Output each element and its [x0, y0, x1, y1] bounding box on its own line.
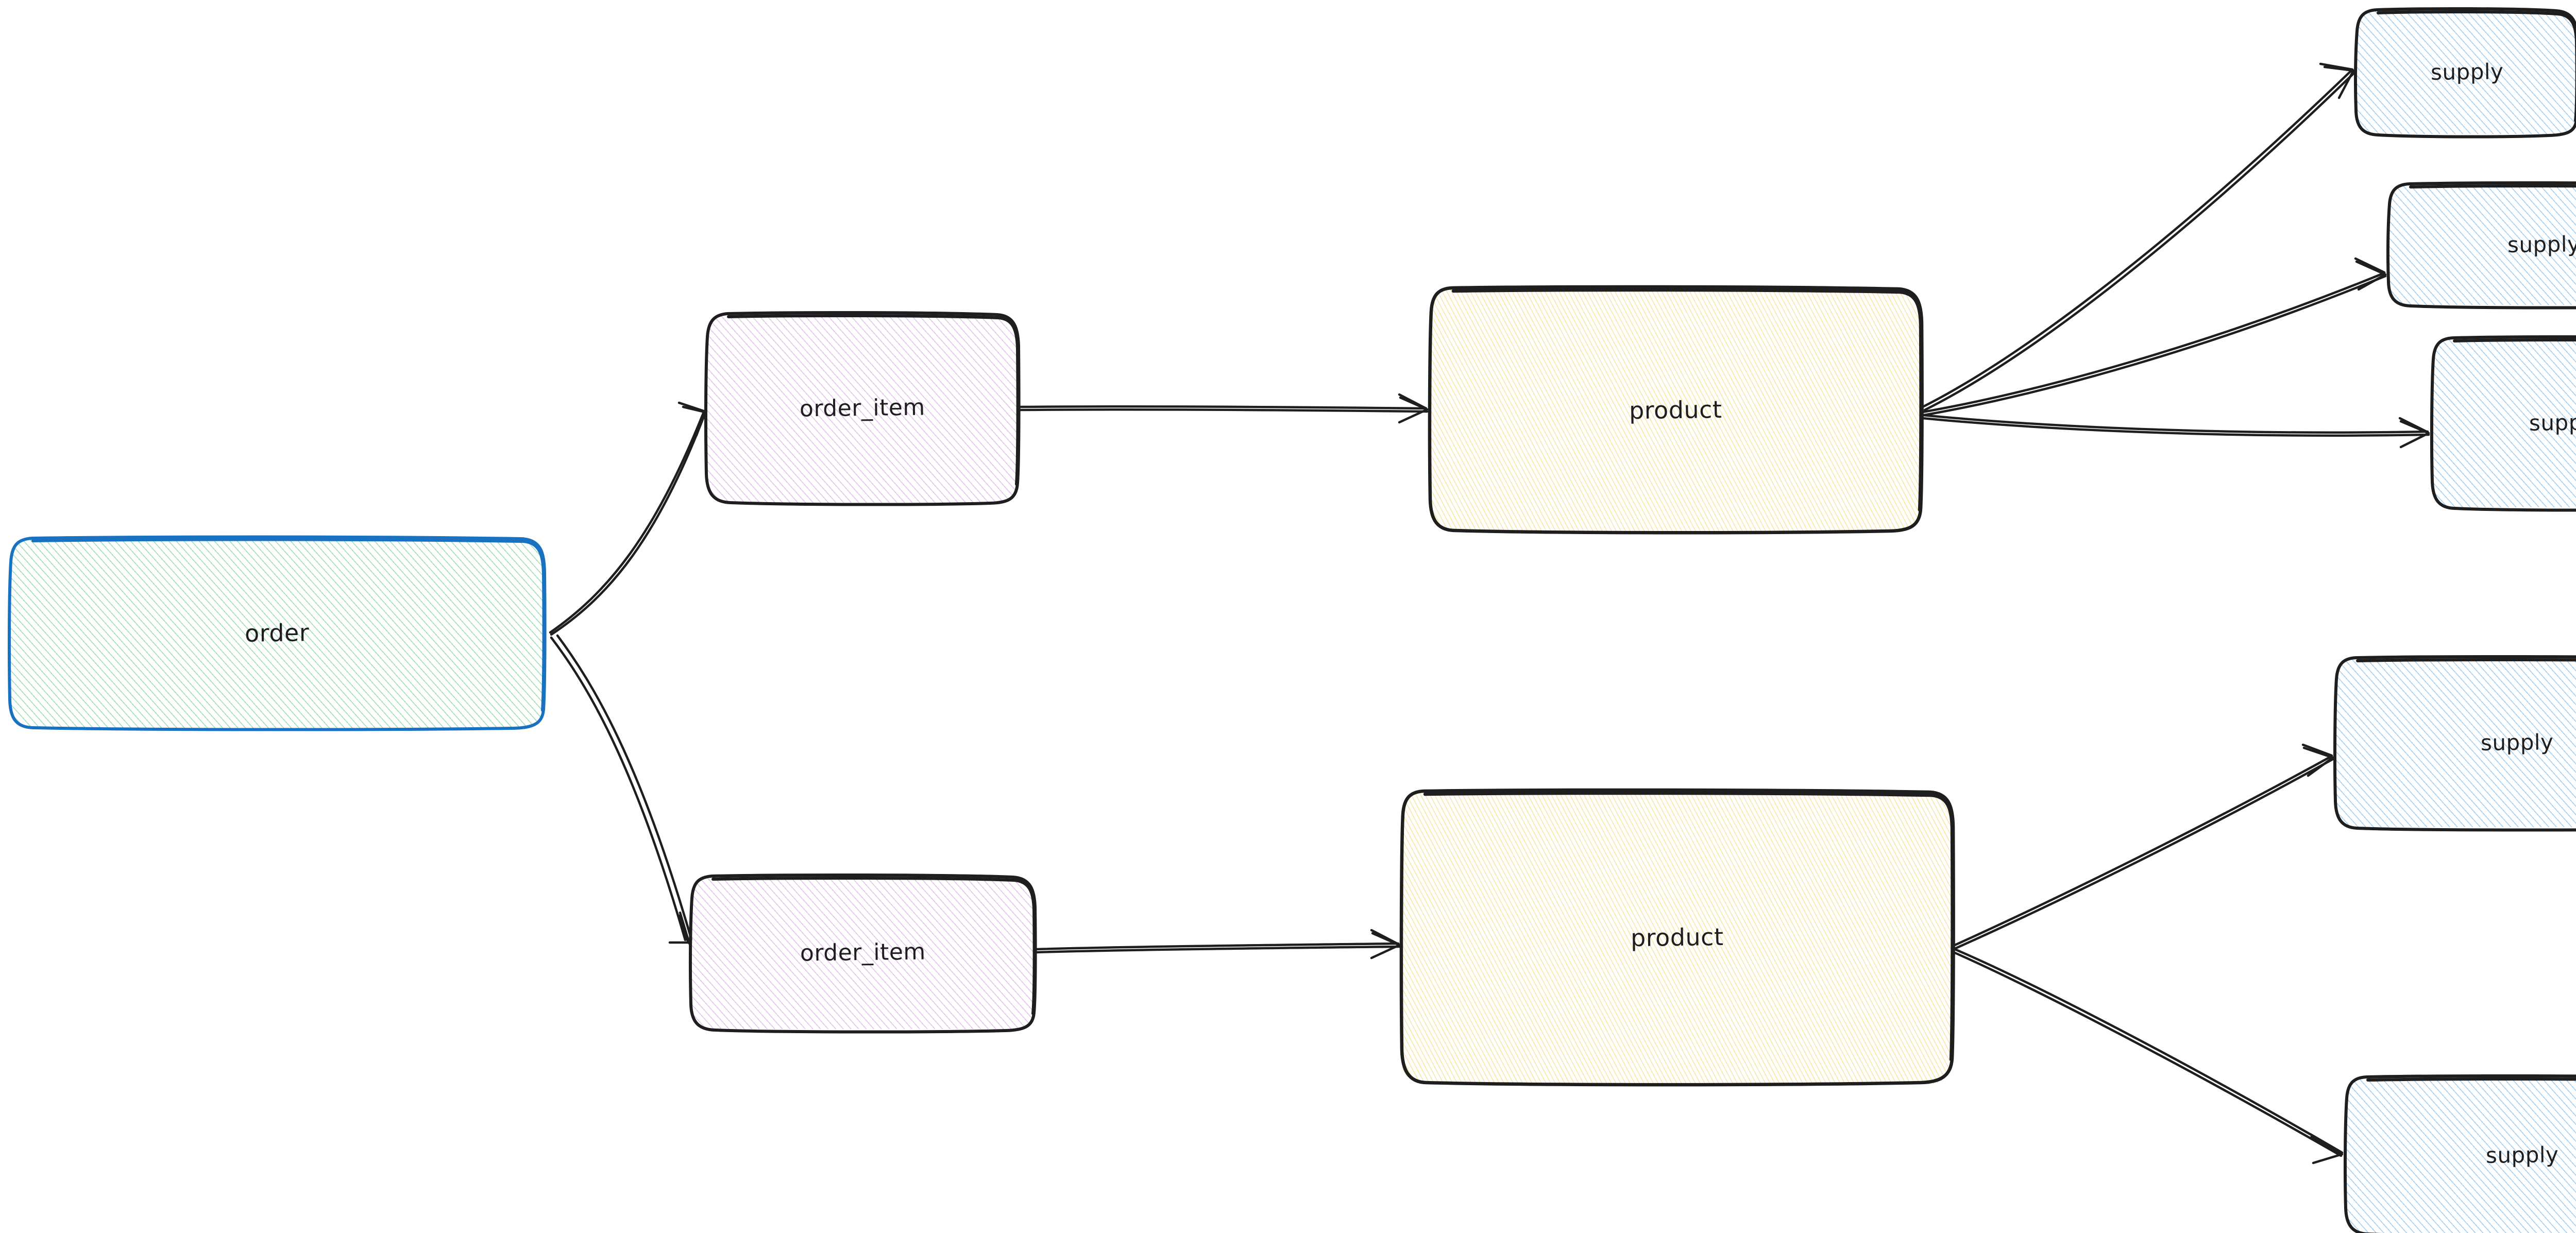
- edge-order-item-2-to-product-2: [1035, 929, 1401, 960]
- edge-order-to-order-item-1: [549, 401, 706, 636]
- node-supply-3[interactable]: supply: [2430, 335, 2576, 512]
- node-supply-2-label: supply: [2507, 231, 2576, 258]
- node-order-label: order: [245, 619, 310, 647]
- edge-product-2-to-supply-4: [1952, 743, 2334, 950]
- node-order-item-2[interactable]: order_item: [688, 873, 1037, 1034]
- node-order-item-1[interactable]: order_item: [704, 311, 1021, 506]
- node-supply-4-label: supply: [2481, 729, 2554, 756]
- edge-product-1-to-supply-1: [1921, 62, 2356, 412]
- node-product-2-label: product: [1630, 922, 1724, 952]
- node-order-item-2-label: order_item: [800, 938, 926, 966]
- node-product-2[interactable]: product: [1399, 788, 1955, 1087]
- edge-order-item-1-to-product-1: [1019, 393, 1429, 424]
- node-supply-5-label: supply: [2486, 1141, 2559, 1168]
- node-supply-3-label: supply: [2529, 409, 2576, 436]
- edge-product-1-to-supply-2: [1921, 257, 2387, 417]
- edge-product-1-to-supply-3: [1921, 414, 2430, 449]
- node-supply-4[interactable]: supply: [2333, 655, 2576, 832]
- node-supply-5[interactable]: supply: [2343, 1074, 2576, 1233]
- node-supply-2[interactable]: supply: [2386, 181, 2576, 310]
- node-supply-1-label: supply: [2430, 58, 2504, 85]
- node-supply-1[interactable]: supply: [2353, 7, 2576, 139]
- node-order-item-1-label: order_item: [799, 394, 926, 422]
- edge-product-2-to-supply-5: [1951, 947, 2344, 1164]
- node-product-1-label: product: [1629, 395, 1723, 424]
- edge-order-to-order-item-2: [550, 634, 693, 945]
- node-product-1[interactable]: product: [1428, 285, 1924, 535]
- node-order[interactable]: order: [7, 535, 547, 731]
